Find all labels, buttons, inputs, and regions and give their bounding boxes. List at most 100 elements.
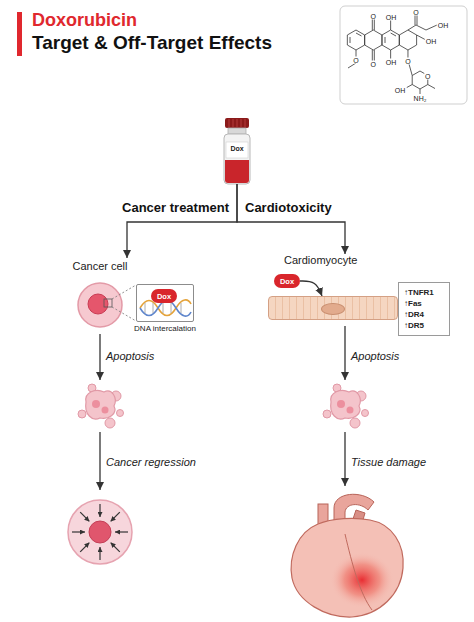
diagram-title: Doxorubicin bbox=[32, 10, 137, 31]
process-label: Tissue damage bbox=[351, 456, 426, 469]
molecule-structure bbox=[420, 89, 421, 94]
drug-vial bbox=[229, 119, 230, 127]
node-text: DNA intercalation bbox=[134, 324, 196, 334]
process-label: Apoptosis bbox=[351, 350, 399, 363]
atom-label: O bbox=[404, 58, 411, 65]
connector-arrow bbox=[237, 184, 345, 254]
atom-label: O bbox=[352, 57, 359, 64]
molecule-structure bbox=[391, 33, 396, 36]
dna-helix bbox=[145, 303, 146, 313]
node-text: ↑TNFR1 ↑Fas ↑DR4 ↑DR5 bbox=[404, 287, 444, 331]
molecule-structure bbox=[385, 37, 386, 43]
molecule-structure bbox=[399, 30, 416, 50]
apoptotic-cell bbox=[323, 384, 369, 428]
cardiomyocyte-node: Cardiomyocyte bbox=[268, 254, 398, 322]
drug-pill: Dox bbox=[151, 289, 177, 303]
molecule-structure bbox=[409, 64, 412, 76]
molecule-structure bbox=[372, 19, 373, 30]
cell-shape bbox=[268, 296, 398, 320]
molecule-structure bbox=[415, 15, 416, 25]
marker-box: ↑TNFR1 ↑Fas ↑DR4 ↑DR5 bbox=[398, 282, 450, 336]
process-arrow bbox=[344, 432, 345, 486]
molecule-structure bbox=[350, 37, 351, 43]
drug-vial bbox=[225, 118, 249, 128]
drug-vial bbox=[224, 134, 250, 184]
dna-helix bbox=[171, 303, 172, 313]
title-bar bbox=[17, 12, 22, 56]
cancer-cell bbox=[112, 307, 136, 321]
cancer-cell bbox=[78, 283, 122, 327]
atom-label: OH bbox=[425, 38, 438, 45]
atom-label: OH bbox=[385, 59, 398, 66]
edge-label: Cardiotoxicity bbox=[244, 200, 333, 215]
drug-vial bbox=[245, 119, 246, 127]
cell-node: Cancer cell bbox=[64, 258, 136, 330]
molecule-structure bbox=[347, 30, 364, 50]
apoptotic-cell bbox=[78, 384, 124, 428]
molecule-structure bbox=[372, 50, 373, 61]
damaged-heart bbox=[291, 494, 403, 617]
cancer-cell bbox=[112, 285, 136, 299]
process-label: Apoptosis bbox=[106, 350, 154, 363]
shrinking-tumor bbox=[115, 531, 128, 532]
molecule-structure bbox=[340, 6, 467, 104]
shrinking-tumor bbox=[68, 500, 132, 564]
process-label: Cancer regression bbox=[106, 456, 196, 469]
subtitle: Target & Off-Target Effects bbox=[32, 31, 272, 54]
dna-helix bbox=[153, 303, 154, 313]
process-arrow bbox=[100, 326, 345, 490]
shrinking-tumor bbox=[111, 512, 120, 521]
drug-pill: Dox bbox=[274, 274, 300, 288]
cancer-cell bbox=[88, 294, 108, 314]
atom-label: O bbox=[370, 61, 377, 68]
atom-label: OH bbox=[437, 22, 450, 29]
drug-vial bbox=[225, 160, 249, 183]
shrinking-tumor bbox=[72, 531, 85, 532]
cell-nucleus bbox=[321, 303, 345, 315]
node-text: Cardiomyocyte bbox=[268, 254, 398, 267]
shrinking-tumor bbox=[111, 543, 120, 552]
vial-node: Dox bbox=[224, 118, 250, 184]
apoptotic-cell bbox=[78, 384, 369, 428]
molecule-structure bbox=[365, 30, 382, 50]
atom-label: NH₂ bbox=[413, 95, 428, 102]
molecule-structure bbox=[348, 63, 356, 68]
drug-vial bbox=[233, 119, 234, 127]
drug-vial bbox=[241, 119, 242, 127]
atom-label: OH bbox=[385, 14, 398, 21]
shrinking-tumor bbox=[99, 547, 100, 560]
shrinking-tumor bbox=[80, 512, 89, 521]
dna-helix bbox=[181, 303, 182, 313]
molecule-structure bbox=[382, 30, 399, 50]
cancer-cell bbox=[104, 299, 112, 307]
node-text: Dox bbox=[224, 144, 250, 154]
cancer-cell bbox=[78, 283, 136, 327]
drug-vial bbox=[228, 128, 246, 134]
drug-vial bbox=[224, 118, 250, 184]
molecule-structure bbox=[428, 85, 435, 89]
shrinking-tumor bbox=[99, 504, 100, 517]
damaged-heart bbox=[345, 534, 372, 610]
atom-label: O bbox=[412, 9, 419, 16]
molecule-structure bbox=[374, 19, 375, 30]
process-arrow bbox=[99, 334, 100, 380]
zoom-box: DoxDNA intercalation bbox=[136, 284, 194, 322]
shrinking-tumor bbox=[89, 521, 111, 543]
damaged-heart bbox=[291, 518, 403, 617]
drug-vial bbox=[237, 119, 238, 127]
connector-arrow bbox=[300, 281, 322, 296]
node-text: Dox bbox=[280, 277, 294, 286]
shrinking-tumor bbox=[68, 500, 132, 564]
connector-arrow bbox=[127, 184, 237, 258]
process-arrow bbox=[99, 432, 100, 490]
process-arrow bbox=[344, 326, 345, 380]
atom-label: O bbox=[370, 13, 377, 20]
node-text: Cancer cell bbox=[64, 258, 136, 273]
atom-label: O bbox=[424, 72, 431, 79]
shrinking-tumor bbox=[72, 504, 128, 560]
molecule-structure bbox=[340, 6, 467, 104]
molecule-structure bbox=[416, 25, 426, 30]
molecule-structure bbox=[374, 50, 375, 61]
atom-label: OH bbox=[394, 87, 407, 94]
